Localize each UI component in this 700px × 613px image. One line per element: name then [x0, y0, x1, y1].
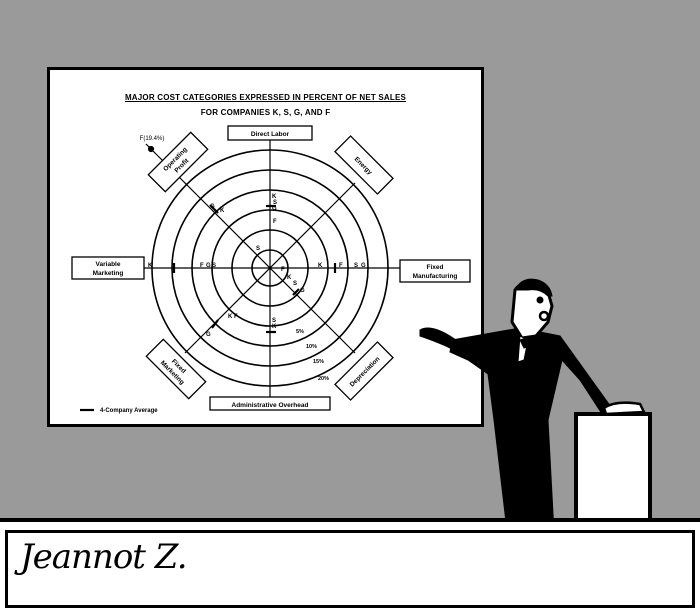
fixed-manufacturing-box — [399, 259, 471, 283]
marker-f-diag: F — [281, 267, 285, 273]
energy-box — [334, 135, 394, 195]
presentation-board: MAJOR COST CATEGORIES EXPRESSED IN PERCE… — [47, 67, 484, 427]
marker-s-diag: S — [293, 281, 297, 287]
marker-s-right: S — [354, 263, 358, 269]
marker-k-tl: K — [220, 208, 225, 214]
marker-f-right: F — [339, 263, 343, 269]
outlier-label: F(19.4%) — [140, 136, 165, 142]
marker-g-bl: G — [206, 332, 211, 338]
marker-f-left: F — [200, 263, 204, 269]
label-admin-overhead: Administrative Overhead — [232, 402, 309, 409]
label-marketing: Marketing — [93, 270, 124, 277]
ring-percent-labels: 5% 10% 15% 20% — [296, 329, 329, 382]
label-fixed: Fixed — [427, 264, 444, 271]
admin-overhead-box — [209, 396, 331, 411]
legend-label: 4-Company Average — [100, 408, 158, 414]
legend: 4-Company Average — [80, 408, 158, 414]
marker-f-top: F — [273, 219, 277, 225]
ring-label-20: 20% — [318, 376, 329, 382]
chart-title: MAJOR COST CATEGORIES EXPRESSED IN PERCE… — [124, 93, 407, 102]
marker-f-bl: F — [234, 314, 238, 320]
chart-subtitle: FOR COMPANIES K, S, G, AND F — [200, 108, 331, 117]
marker-k-top: K — [272, 194, 277, 200]
marker-k-bottom: K — [272, 324, 277, 330]
ring-label-10: 10% — [306, 344, 317, 350]
presenter — [419, 278, 617, 586]
direct-labor-box — [227, 125, 313, 141]
category-boxes — [71, 125, 471, 411]
presenter-mouth — [538, 310, 550, 322]
signature-frame: Jeannot Z. — [5, 530, 695, 608]
marker-s-left: S — [212, 263, 216, 269]
company-markers: K S G F K F G S K F S G K S G F K S K G … — [148, 194, 366, 338]
radar-chart: Direct Labor Variable Marketing Fixed Ma… — [71, 125, 471, 414]
marker-s-bottom: S — [272, 318, 276, 324]
label-manufacturing: Manufacturing — [413, 273, 458, 280]
label-direct-labor: Direct Labor — [251, 131, 290, 138]
marker-k-left: K — [148, 263, 153, 269]
presenter-hair — [514, 278, 553, 297]
depreciation-box — [334, 341, 394, 401]
marker-k-right: K — [318, 263, 323, 269]
ring-label-5: 5% — [296, 329, 304, 335]
fixed-marketing-box — [145, 338, 207, 400]
artist-signature: Jeannot Z. — [20, 537, 188, 577]
average-tick-marks — [172, 204, 337, 334]
floor-strip: Jeannot Z. — [0, 518, 700, 613]
operating-profit-box — [147, 131, 209, 193]
presenter-hand-lectern — [602, 401, 646, 416]
marker-g-diag: G — [300, 288, 305, 294]
marker-k-bl: K — [228, 314, 233, 320]
marker-s-top: S — [273, 200, 277, 206]
axes — [78, 140, 400, 398]
marker-g-top: G — [272, 206, 277, 212]
marker-s-center: S — [256, 246, 260, 252]
label-variable: Variable — [96, 261, 121, 268]
marker-g-right: G — [361, 263, 366, 269]
outlier-dot — [147, 145, 155, 153]
presenter-bowtie — [519, 335, 537, 349]
marker-g-left: G — [206, 263, 211, 269]
marker-k-diag: K — [287, 275, 292, 281]
variable-marketing-box — [71, 256, 145, 280]
presenter-eye — [536, 296, 544, 304]
ring-label-15: 15% — [313, 359, 324, 365]
